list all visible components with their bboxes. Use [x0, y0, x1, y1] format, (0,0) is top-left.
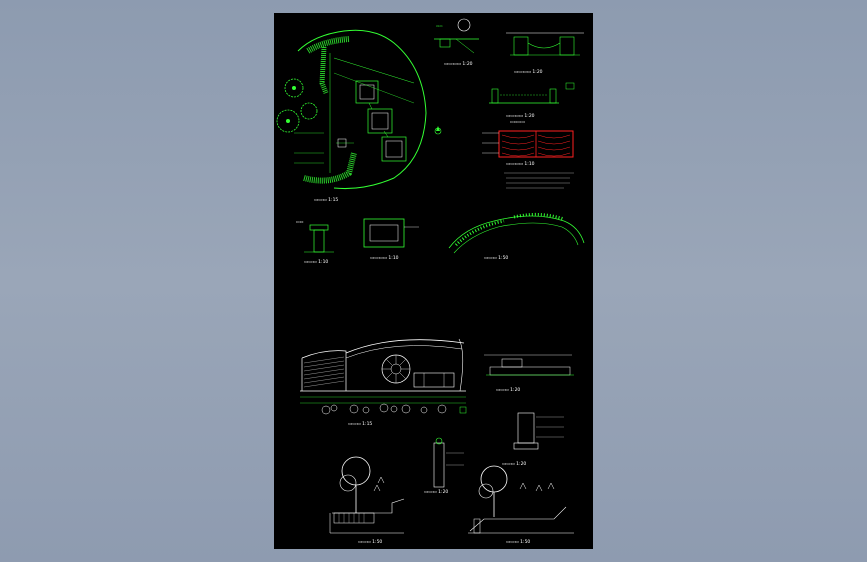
- slope-section-b: ▭▭▭ 1:50: [468, 465, 574, 545]
- column-detail-title: ▭▭▭ 1:20: [502, 461, 526, 467]
- post-detail-title: ▭▭▭ 1:10: [304, 259, 328, 265]
- drawing-sheet: ▭▭▭ 1:15 ▭▭ ▭▭▭▭ 1:20 ▭▭▭▭ 1:20 ▭▭▭▭ 1:2…: [274, 13, 593, 549]
- step-section-title: ▭▭▭ 1:20: [496, 387, 520, 393]
- plan-title: ▭▭▭ 1:15: [314, 197, 338, 203]
- column-detail: ▭▭▭ 1:20: [502, 412, 564, 467]
- pit-section: ▭▭ ▭▭▭▭ 1:20: [434, 18, 479, 67]
- main-elevation: ▭▭▭ 1:15: [300, 338, 467, 427]
- lamp-detail: ▭▭▭ 1:20: [424, 437, 464, 495]
- slope-section-b-title: ▭▭▭ 1:50: [506, 539, 530, 545]
- svg-text:▭▭: ▭▭: [296, 219, 304, 224]
- paving-detail: ▭▭▭▭ ▭▭▭▭ 1:10: [482, 119, 574, 189]
- cad-drawing-canvas: ▭▭▭ 1:15 ▭▭ ▭▭▭▭ 1:20 ▭▭▭▭ 1:20 ▭▭▭▭ 1:2…: [276, 18, 585, 545]
- planter-detail: ▭▭▭▭ 1:10: [363, 218, 419, 261]
- pit-section-title: ▭▭▭▭ 1:20: [444, 61, 473, 67]
- gate-section-title: ▭▭▭▭ 1:20: [514, 69, 543, 75]
- paving-detail-title: ▭▭▭▭ 1:10: [506, 161, 535, 167]
- svg-text:▭▭▭▭: ▭▭▭▭: [510, 119, 525, 124]
- slope-section-a-title: ▭▭▭ 1:50: [358, 539, 382, 545]
- planter-detail-title: ▭▭▭▭ 1:10: [370, 255, 399, 261]
- curve-plan-title: ▭▭▭ 1:50: [484, 255, 508, 261]
- wall-section: ▭▭▭▭ 1:20: [489, 82, 575, 119]
- step-section: ▭▭▭ 1:20: [484, 354, 574, 393]
- main-elevation-title: ▭▭▭ 1:15: [348, 421, 372, 427]
- lamp-detail-title: ▭▭▭ 1:20: [424, 489, 448, 495]
- site-plan: ▭▭▭ 1:15: [276, 29, 442, 203]
- wall-section-title: ▭▭▭▭ 1:20: [506, 113, 535, 119]
- post-detail: ▭▭ ▭▭▭ 1:10: [296, 219, 334, 265]
- svg-text:▭▭: ▭▭: [436, 24, 443, 28]
- slope-section-a: ▭▭▭ 1:50: [329, 456, 405, 545]
- gate-section: ▭▭▭▭ 1:20: [506, 32, 584, 75]
- curve-plan: ▭▭▭ 1:50: [448, 212, 585, 261]
